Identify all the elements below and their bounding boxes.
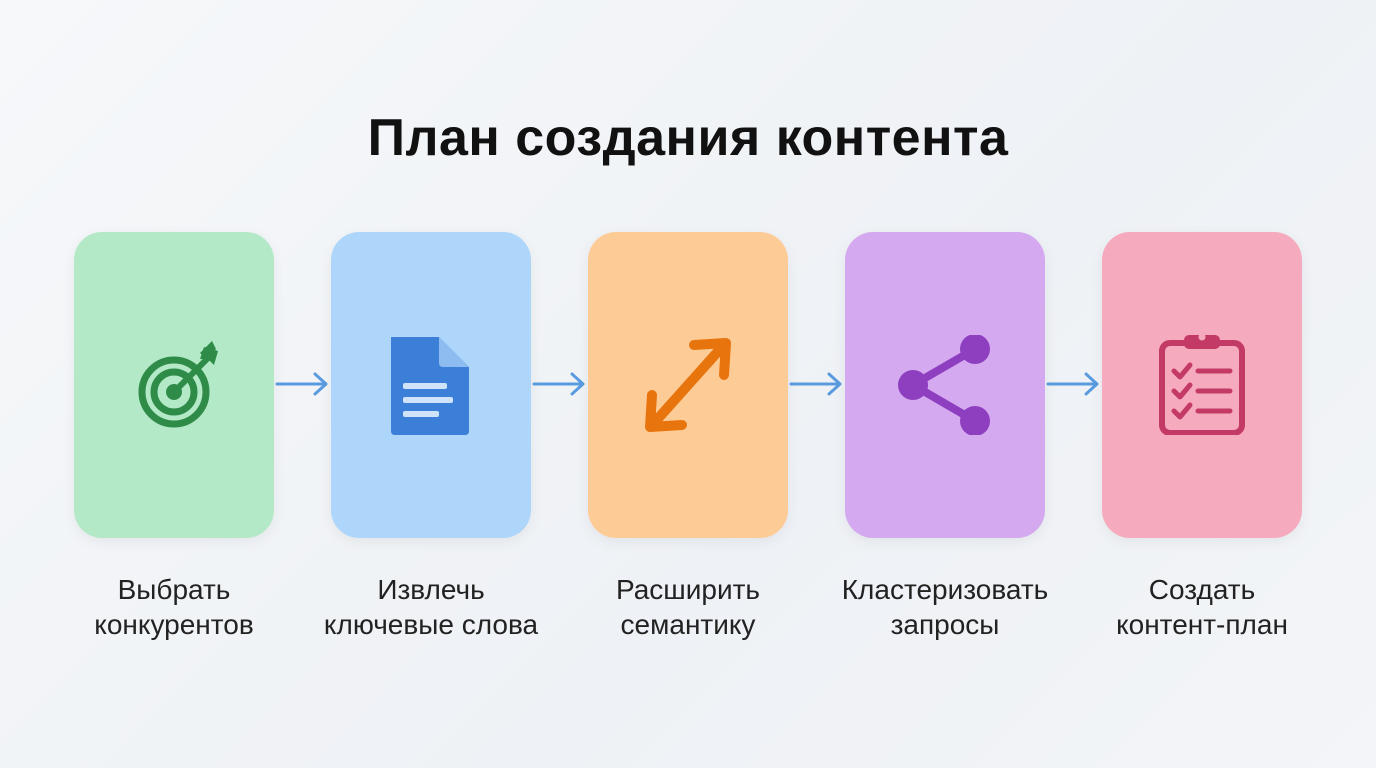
diagram-title: План создания контента [367, 109, 1009, 167]
step-label-line: Создать [1148, 574, 1256, 605]
flow-arrow [1046, 372, 1099, 396]
step-label-line: конкурентов [94, 609, 254, 640]
step-label-select-competitors: Выбрать конкурентов [44, 572, 304, 642]
flow-arrow [275, 372, 328, 396]
step-label-line: Кластеризовать [841, 574, 1049, 605]
step-card-select-competitors [74, 232, 274, 538]
share-nodes-icon [898, 335, 990, 435]
step-label-cluster-queries: Кластеризовать запросы [815, 572, 1075, 642]
step-label-extract-keywords: Извлечь ключевые слова [301, 572, 561, 642]
clipboard-checklist-icon [1159, 335, 1245, 435]
step-label-line: Выбрать [117, 574, 231, 605]
step-card-extract-keywords [331, 232, 531, 538]
step-card-cluster-queries [845, 232, 1045, 538]
flow-arrow [789, 372, 842, 396]
step-card-create-content-plan [1102, 232, 1302, 538]
target-icon [138, 341, 218, 428]
step-label-line: запросы [890, 609, 1000, 640]
expand-arrows-icon [645, 338, 731, 432]
step-label-line: Извлечь [377, 574, 485, 605]
step-label-line: семантику [620, 609, 756, 640]
document-icon [391, 337, 469, 435]
step-label-line: ключевые слова [323, 609, 539, 640]
step-label-expand-semantics: Расширить семантику [558, 572, 818, 642]
step-label-line: контент-план [1116, 609, 1288, 640]
flow-arrow [532, 372, 585, 396]
step-card-expand-semantics [588, 232, 788, 538]
step-label-create-content-plan: Создать контент-план [1072, 572, 1332, 642]
step-label-line: Расширить [615, 574, 761, 605]
